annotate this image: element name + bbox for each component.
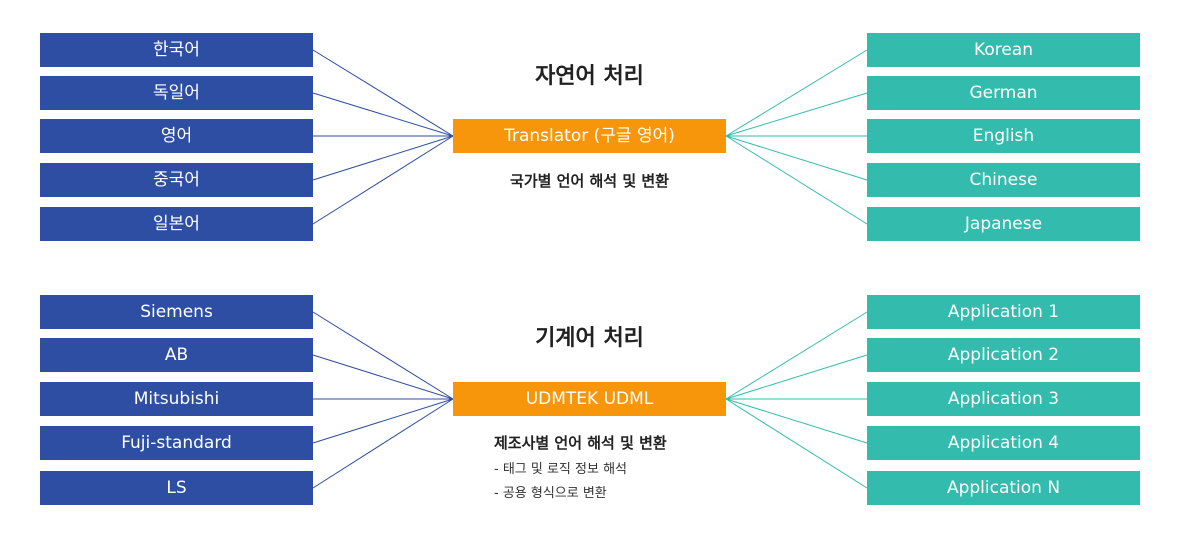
- connector-line: [725, 311, 868, 400]
- output-box-application-n: Application N: [867, 471, 1140, 505]
- section-description: 제조사별 언어 해석 및 변환: [494, 434, 667, 452]
- output-box-application-3: Application 3: [867, 382, 1140, 416]
- connector-line: [725, 135, 868, 225]
- connector-line: [312, 398, 454, 444]
- output-box-application-4: Application 4: [867, 426, 1140, 460]
- description-note: - 태그 및 로직 정보 해석: [494, 462, 627, 477]
- input-box-mitsubishi: Mitsubishi: [40, 382, 313, 416]
- connector-line: [725, 92, 868, 137]
- output-box-korean: Korean: [867, 33, 1140, 67]
- connector-line: [312, 135, 454, 225]
- output-box-application-2: Application 2: [867, 338, 1140, 372]
- connector-line: [312, 135, 454, 181]
- connector-line: [312, 354, 454, 400]
- connector-line: [725, 398, 868, 444]
- section-description: 국가별 언어 해석 및 변환: [510, 172, 669, 190]
- description-note: - 공용 형식으로 변환: [494, 486, 607, 501]
- connector-line: [725, 398, 868, 489]
- output-box-japanese: Japanese: [867, 207, 1140, 241]
- input-box-ls: LS: [40, 471, 313, 505]
- input-box-korean: 한국어: [40, 33, 313, 67]
- connector-line: [312, 311, 454, 400]
- output-box-english: English: [867, 119, 1140, 153]
- connector-line: [725, 354, 868, 400]
- connector-line: [312, 398, 454, 489]
- input-box-ab: AB: [40, 338, 313, 372]
- connector-line: [312, 92, 454, 137]
- input-box-fuji-standard: Fuji-standard: [40, 426, 313, 460]
- hub-box-translator: Translator (구글 영어): [453, 119, 726, 153]
- connector-line: [725, 49, 868, 137]
- input-box-japanese: 일본어: [40, 207, 313, 241]
- section-title-natural-language: 자연어 처리: [535, 64, 644, 89]
- section-title-machine-language: 기계어 처리: [535, 326, 644, 351]
- connector-line: [312, 49, 454, 137]
- output-box-application-1: Application 1: [867, 295, 1140, 329]
- input-box-siemens: Siemens: [40, 295, 313, 329]
- input-box-english: 영어: [40, 119, 313, 153]
- output-box-german: German: [867, 76, 1140, 110]
- input-box-chinese: 중국어: [40, 163, 313, 197]
- input-box-german: 독일어: [40, 76, 313, 110]
- connector-line: [725, 135, 868, 181]
- hub-box-udml: UDMTEK UDML: [453, 382, 726, 416]
- output-box-chinese: Chinese: [867, 163, 1140, 197]
